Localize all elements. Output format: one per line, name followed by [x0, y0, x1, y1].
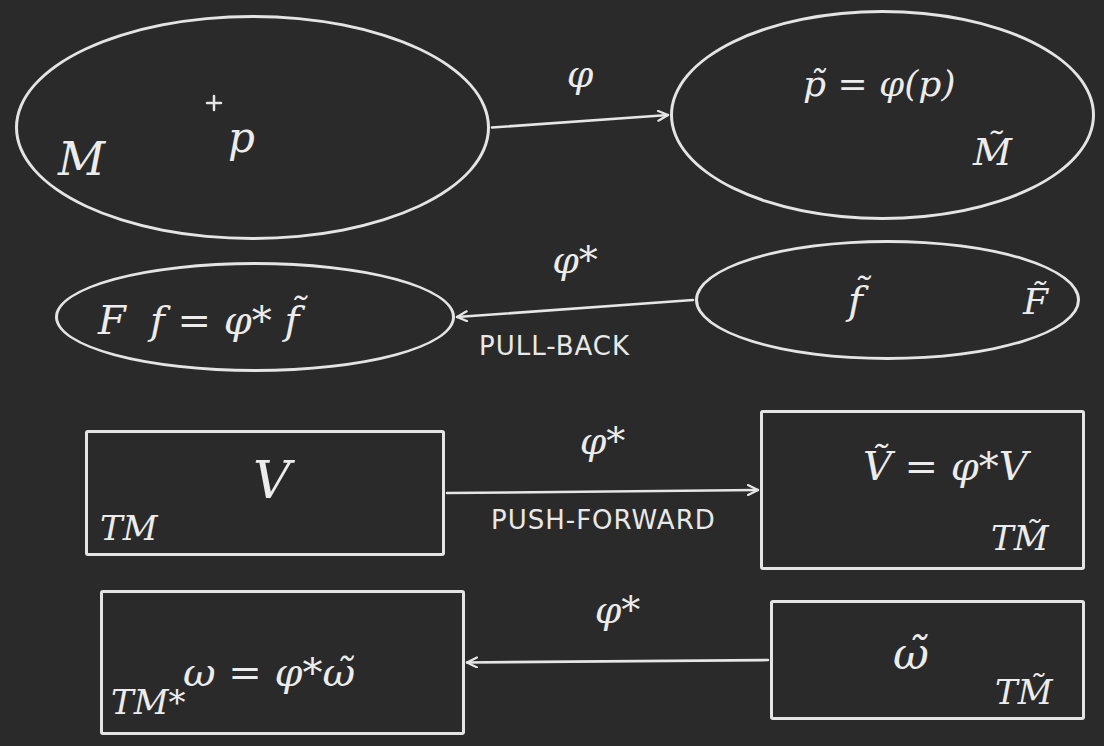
map-symbol: φ* — [591, 590, 645, 632]
map-name-label: PULL-BACK — [476, 332, 633, 361]
math-label: f = φ* f̃ — [150, 297, 299, 343]
math-label: M̃ — [973, 131, 1012, 175]
point-marker — [207, 96, 221, 110]
bundle-box: ω̃ TM̃ — [770, 600, 1085, 720]
bundle-box: TM V — [85, 430, 445, 556]
math-label: ω̃ — [893, 629, 929, 680]
space-blob: p̃ = φ(p) M̃ — [670, 10, 1095, 220]
map-arrow — [492, 115, 668, 128]
map-symbol: φ* — [576, 421, 630, 463]
space-blob: Mp — [15, 15, 490, 240]
space-blob: Ff = φ* f̃ — [55, 262, 455, 372]
math-label: M — [58, 133, 105, 186]
map-arrow — [457, 300, 693, 317]
math-label: F̃ — [1023, 281, 1048, 322]
map-symbol: φ — [563, 54, 598, 96]
map-symbol: φ* — [548, 240, 602, 282]
math-label: ω = φ*ω̃ — [183, 649, 355, 695]
math-label: TM̃ — [995, 673, 1053, 712]
math-label: p̃ = φ(p) — [803, 63, 955, 104]
map-name-label: PUSH-FORWARD — [488, 506, 719, 535]
math-label: TM* — [111, 683, 186, 722]
math-label: f̃ — [848, 277, 863, 323]
math-label: p — [228, 114, 255, 162]
bundle-box: Ṽ = φ*V TM̃ — [760, 410, 1085, 570]
map-arrow — [447, 490, 758, 493]
bundle-box: TM*ω = φ*ω̃ — [100, 590, 465, 735]
math-label: TM — [100, 509, 158, 548]
map-arrow — [467, 660, 768, 662]
math-label: V — [253, 451, 291, 511]
math-label: Ṽ = φ*V — [863, 443, 1028, 489]
space-blob: f̃ F̃ — [695, 240, 1080, 360]
math-label: F — [98, 297, 126, 343]
math-label: TM̃ — [991, 519, 1049, 558]
